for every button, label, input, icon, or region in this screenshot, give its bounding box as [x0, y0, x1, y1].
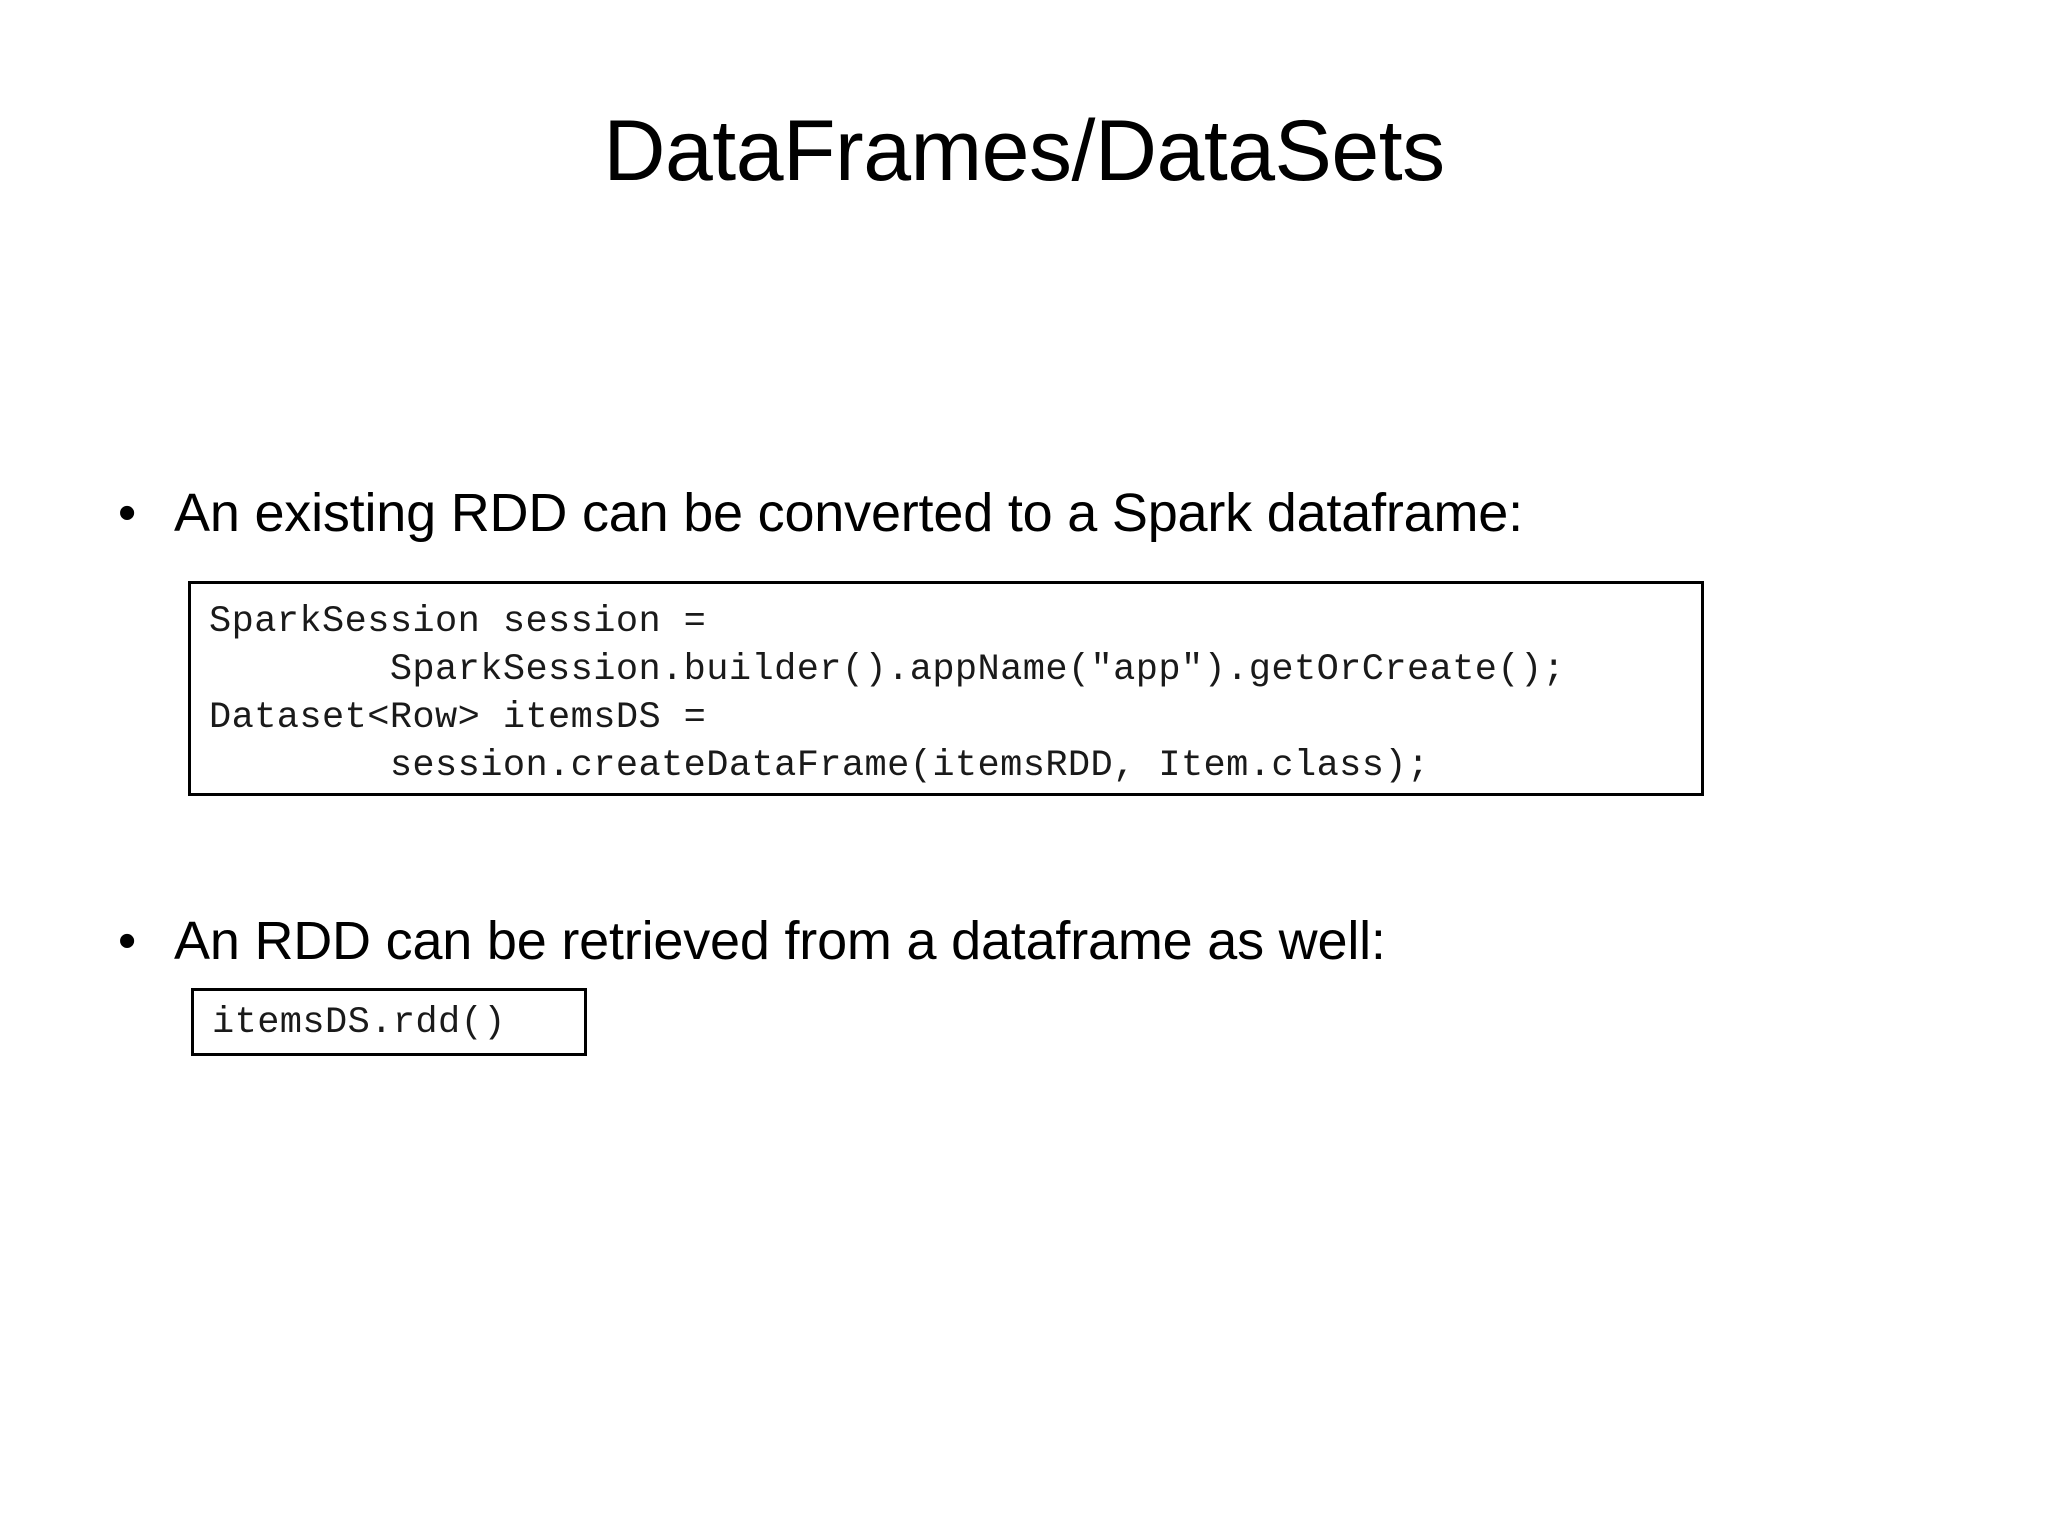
bullet-point-icon: • [118, 912, 137, 970]
code-block-rdd-accessor: itemsDS.rdd() [191, 988, 587, 1056]
page-title: DataFrames/DataSets [603, 103, 1445, 199]
bullet-label-1: An existing RDD can be converted to a Sp… [174, 483, 1523, 543]
bullet-item-1: • An existing RDD can be converted to a … [118, 482, 1523, 544]
bullet-item-2: • An RDD can be retrieved from a datafra… [118, 910, 1386, 972]
bullet-point-icon: • [118, 484, 137, 542]
bullet-label-2: An RDD can be retrieved from a dataframe… [174, 911, 1386, 971]
code-line: Dataset<Row> itemsDS = [209, 697, 707, 739]
code-line: SparkSession session = [209, 601, 707, 643]
code-line: SparkSession.builder().appName("app").ge… [209, 649, 1566, 691]
code-line: session.createDataFrame(itemsRDD, Item.c… [209, 745, 1430, 787]
code-block-create-dataframe: SparkSession session = SparkSession.buil… [188, 581, 1704, 796]
code-line: itemsDS.rdd() [212, 1002, 506, 1044]
